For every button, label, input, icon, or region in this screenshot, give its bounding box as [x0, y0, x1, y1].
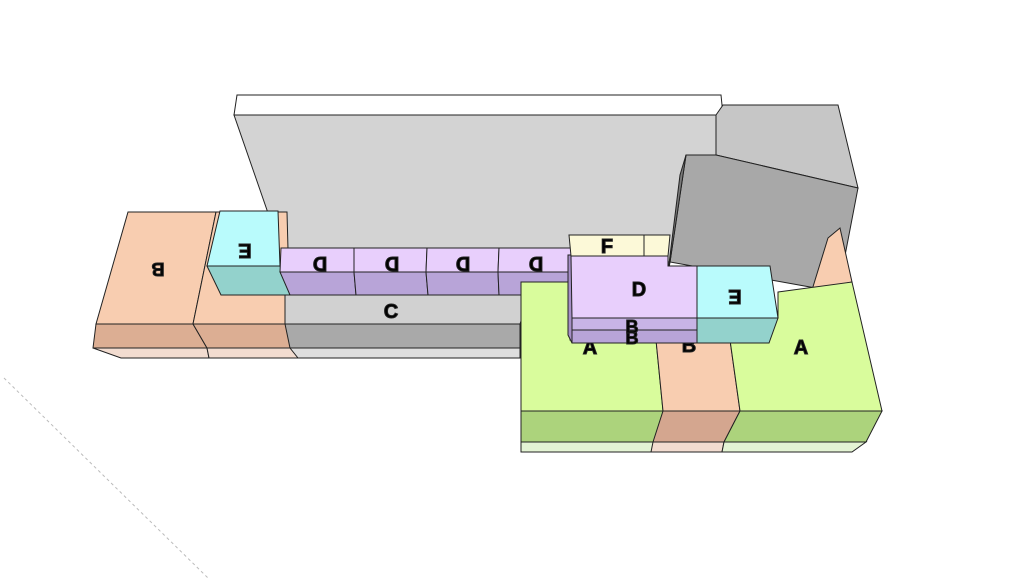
block-d-2-label: D — [385, 252, 399, 274]
block-a-left-front — [520, 410, 664, 443]
block-d-1-label: D — [313, 252, 327, 274]
block-d-3-front — [425, 271, 500, 296]
block-b-stack-2-label: B — [626, 328, 639, 348]
block-a-right-label: A — [794, 337, 808, 359]
block-d-large-label: D — [632, 279, 646, 301]
block-b-stack: B B — [567, 254, 698, 349]
grey-tall-column — [666, 104, 859, 293]
block-e-right: E — [696, 265, 779, 344]
grey-wall-top-edge — [233, 94, 724, 116]
block-e-right-label: E — [728, 285, 741, 307]
block-d-2-front — [353, 271, 429, 296]
block-a-right-bottom — [721, 441, 868, 453]
block-b-left: B — [92, 211, 217, 359]
block-b-middle-bottom — [650, 441, 725, 453]
block-b-left-bottom-shadow — [92, 347, 210, 359]
block-c: C — [284, 293, 531, 359]
block-d-large: D — [570, 255, 698, 319]
block-a-right-front — [723, 410, 883, 443]
block-d-4-label: D — [529, 252, 543, 274]
block-c-bottom — [288, 347, 521, 359]
block-b-left-2-bottom — [206, 347, 299, 359]
block-a-left: A — [520, 281, 664, 453]
block-c-label: C — [384, 301, 398, 323]
block-b-left-label: B — [152, 259, 165, 279]
block-d-1-front — [279, 271, 357, 296]
block-f-top-2 — [643, 234, 671, 257]
block-b-middle-top — [655, 339, 741, 412]
block-d-3-label: D — [456, 252, 470, 274]
block-a-left-bottom — [520, 441, 664, 453]
grey-column-back — [715, 104, 859, 189]
block-b-left-front — [92, 323, 208, 349]
block-f-label: F — [601, 236, 613, 258]
block-e-left-front — [206, 265, 291, 296]
block-e-left: E — [206, 210, 291, 296]
block-d-row: D D D D — [279, 247, 573, 296]
block-b-middle: B — [650, 335, 741, 453]
block-c-top — [284, 293, 531, 325]
block-b-left-2-front — [192, 323, 298, 349]
block-e-left-label: E — [238, 239, 251, 261]
block-f: F — [568, 234, 671, 259]
block-a-right: A — [721, 281, 883, 453]
block-e-right-front — [696, 317, 779, 344]
dashed-guide-line — [3, 377, 209, 579]
block-b-stack-1-label: B — [626, 317, 639, 337]
block-c-front — [284, 323, 521, 349]
